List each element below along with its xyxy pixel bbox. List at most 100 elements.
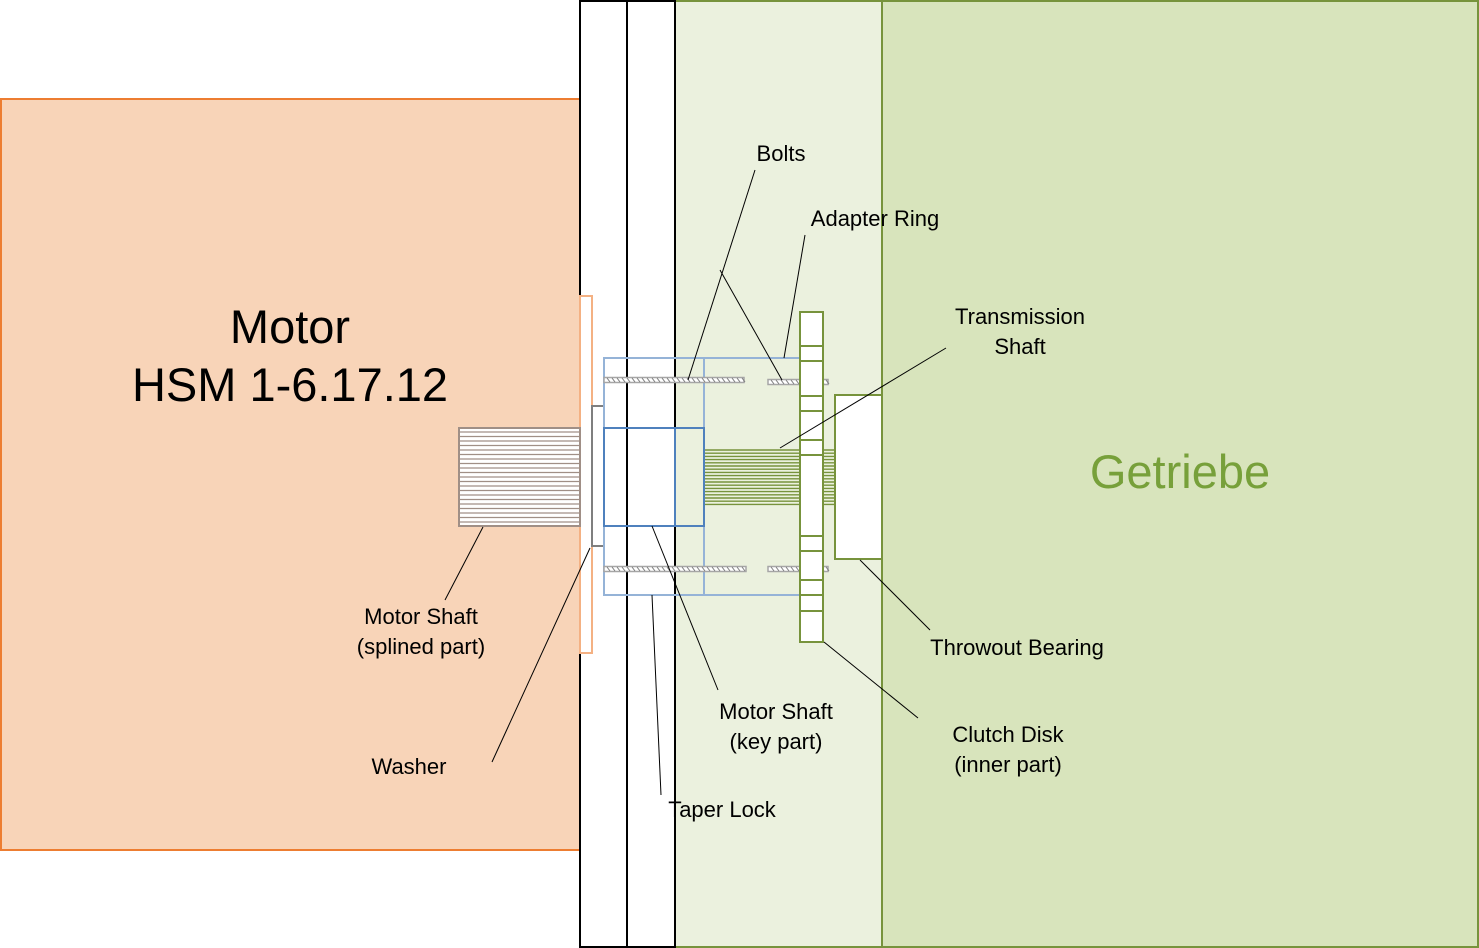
bolt-thread — [785, 379, 790, 385]
bolt-thread — [681, 377, 686, 383]
bolt-thread — [790, 379, 795, 385]
bolt-thread — [616, 566, 621, 572]
bolt-thread — [636, 566, 641, 572]
label-clutch-disk-1: Clutch Disk — [952, 722, 1064, 747]
bolt-thread — [696, 566, 701, 572]
bolt-thread — [785, 566, 790, 572]
bolt-thread — [691, 566, 696, 572]
bolt-thread — [631, 566, 636, 572]
leader-transmission-shaft — [779, 347, 947, 449]
label-clutch-disk-2: (inner part) — [954, 752, 1062, 777]
label-throwout-bearing: Throwout Bearing — [930, 635, 1104, 660]
bolt-thread — [646, 377, 651, 383]
bolt-thread — [611, 566, 616, 572]
bolt-thread — [606, 377, 611, 383]
bolt-thread — [731, 566, 736, 572]
label-transmission-shaft-2: Shaft — [994, 334, 1045, 359]
bolt-thread — [661, 566, 666, 572]
leader-motor-shaft-key — [651, 525, 719, 691]
bolt-thread — [641, 566, 646, 572]
bolt-thread — [616, 377, 621, 383]
bolt-thread — [780, 379, 785, 385]
clutch-disk-outline — [799, 311, 824, 643]
bolt-thread — [651, 566, 656, 572]
bolt-thread — [606, 566, 611, 572]
clutch-disk — [799, 311, 824, 643]
motor-shaft-key-part — [603, 427, 705, 527]
bolts-group — [603, 376, 830, 573]
bolt-thread — [676, 566, 681, 572]
bolt-thread — [726, 566, 731, 572]
label-adapter-ring: Adapter Ring — [811, 206, 939, 231]
bolt-thread — [731, 377, 736, 383]
bolt-thread — [646, 566, 651, 572]
bolt-thread — [681, 566, 686, 572]
bolt-thread — [795, 566, 800, 572]
bolt-thread — [651, 377, 656, 383]
label-motor-shaft-key-2: (key part) — [730, 729, 823, 754]
bolt-thread — [621, 566, 626, 572]
bolt-thread — [676, 377, 681, 383]
bolt-thread — [770, 379, 775, 385]
bolt-thread — [736, 377, 741, 383]
bolt-thread — [790, 566, 795, 572]
bolt-thread — [741, 566, 746, 572]
throwout-bearing — [834, 394, 883, 560]
label-bolts: Bolts — [757, 141, 806, 166]
shaft-collar — [591, 405, 605, 547]
leader-lines — [444, 169, 947, 796]
leader-bolts-b — [719, 269, 783, 381]
bolt-thread — [686, 566, 691, 572]
bolt-thread — [611, 377, 616, 383]
bolt-thread — [696, 377, 701, 383]
leader-motor-shaft-splined — [444, 526, 484, 601]
bolt-thread — [721, 377, 726, 383]
bolt-thread — [711, 566, 716, 572]
label-motor-shaft-key-1: Motor Shaft — [719, 699, 833, 724]
bolt-thread — [631, 377, 636, 383]
bolt-thread — [671, 377, 676, 383]
bolt-thread — [726, 377, 731, 383]
bolt-thread — [716, 566, 721, 572]
label-motor-shaft-splined-1: Motor Shaft — [364, 604, 478, 629]
bolt-thread — [671, 566, 676, 572]
leader-clutch-disk — [823, 641, 919, 719]
bolt-thread — [641, 377, 646, 383]
bolt-thread — [701, 377, 706, 383]
motor-shaft-splined — [458, 427, 581, 527]
bolt-thread — [770, 566, 775, 572]
bolt-thread — [741, 377, 746, 383]
bolt-thread — [626, 377, 631, 383]
leader-washer — [491, 547, 591, 763]
bolt-thread — [706, 377, 711, 383]
bolt-thread — [706, 566, 711, 572]
leader-bolts-a — [687, 169, 756, 381]
bolt-thread — [711, 377, 716, 383]
bolt-thread — [661, 377, 666, 383]
bolt-thread — [621, 377, 626, 383]
motor-model: HSM 1-6.17.12 — [132, 358, 448, 411]
bolt-thread — [780, 566, 785, 572]
bolt-thread — [656, 377, 661, 383]
bolt — [603, 565, 747, 573]
bolt-thread — [825, 379, 830, 385]
motor-title: Motor — [230, 300, 350, 353]
bolt-thread — [701, 566, 706, 572]
label-washer: Washer — [372, 754, 447, 779]
label-taper-lock: Taper Lock — [668, 797, 777, 822]
bolt-thread — [656, 566, 661, 572]
bolt-thread — [825, 566, 830, 572]
leader-throwout-bearing — [859, 559, 931, 631]
bolt-thread — [636, 377, 641, 383]
bolt-thread — [775, 379, 780, 385]
gearbox-title: Getriebe — [1090, 445, 1270, 498]
leader-adapter-ring — [783, 234, 806, 359]
bolt-thread — [626, 566, 631, 572]
gearbox-body — [881, 0, 1479, 948]
leader-taper-lock — [651, 594, 662, 796]
bolt-thread — [795, 379, 800, 385]
bolt-thread — [691, 377, 696, 383]
bolt-thread — [666, 377, 671, 383]
bolt-thread — [775, 566, 780, 572]
